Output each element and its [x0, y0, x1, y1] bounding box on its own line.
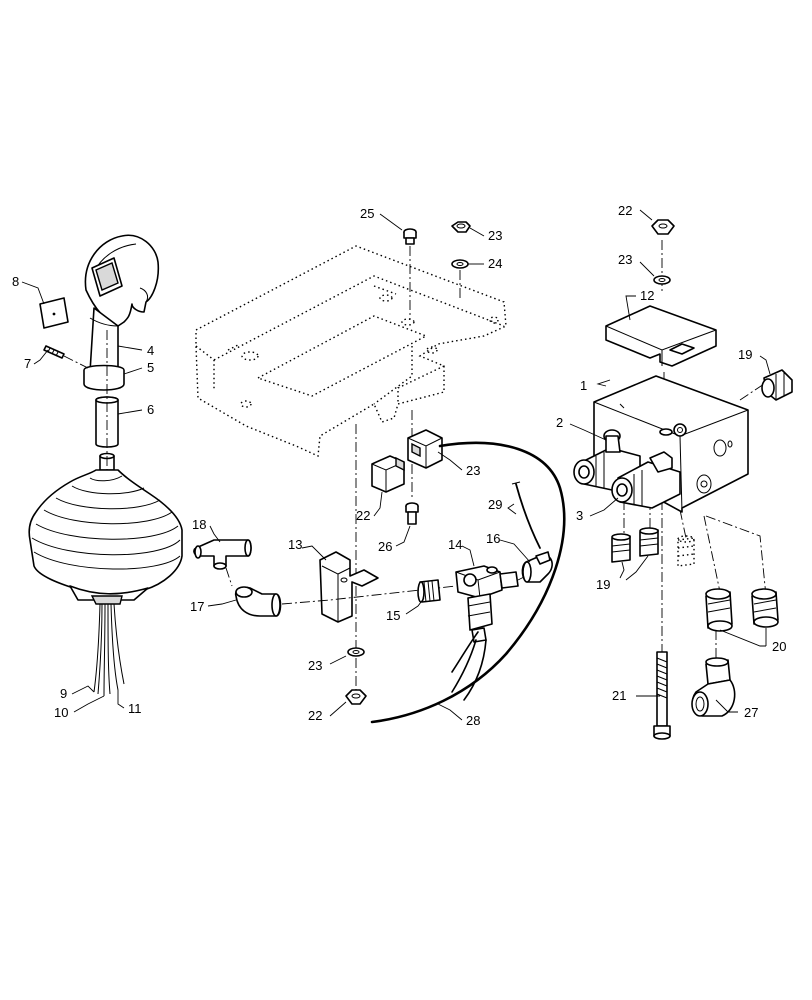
callout-11: 11: [128, 701, 142, 716]
callout-29: 26: [378, 539, 392, 554]
callout-28: 25: [360, 206, 374, 221]
callout-19-right: 19: [738, 347, 752, 362]
fitting-19-right: [761, 369, 793, 401]
fitting-19-lower-left: [611, 533, 631, 563]
tee-fitting-18: [193, 539, 252, 587]
valve-cover-12: [605, 305, 717, 367]
callout-32: 29: [488, 497, 502, 512]
callout-15: 15: [386, 608, 400, 623]
callout-9: 9: [60, 686, 67, 701]
wire-32: [515, 483, 541, 549]
elbow-fitting-16: [521, 551, 553, 583]
connector-25: [407, 429, 443, 469]
nut-22-top: [651, 219, 675, 235]
joystick-grip: [84, 234, 160, 327]
adapter-15: [417, 579, 441, 603]
fitting-20-left: [705, 588, 733, 632]
joystick-boot: [28, 469, 183, 596]
solenoid-valve-14: [455, 565, 519, 643]
washer-27: [451, 259, 469, 269]
fitting-19-lower-right: [639, 527, 659, 557]
callout-14: 14: [448, 537, 462, 552]
callout-3: 3: [576, 508, 583, 523]
screw-29: [405, 502, 419, 525]
callout-12: 12: [640, 288, 654, 303]
callout-17: 17: [190, 599, 204, 614]
solenoid-cartridge-3: [611, 451, 681, 509]
spring-pin: [43, 345, 89, 369]
elbow-fitting-17: [234, 586, 282, 617]
joystick-wire-10: [103, 603, 106, 697]
harness-30: [370, 441, 566, 724]
callout-10: 10: [54, 705, 68, 720]
callout-2: 2: [556, 415, 563, 430]
callout-23-lower-washer: 23: [308, 658, 322, 673]
leader-lines: [21, 209, 771, 721]
callout-18: 18: [192, 517, 206, 532]
callout-1: 1: [580, 378, 587, 393]
callout-20: 20: [772, 639, 786, 654]
mounting-plate-reference: [195, 245, 507, 458]
connector-24: [371, 455, 405, 493]
callout-6: 6: [147, 402, 154, 417]
joystick-base: [69, 585, 149, 601]
joystick-wire-9: [93, 603, 101, 693]
callout-25: 23: [466, 463, 480, 478]
callout-4: 4: [147, 343, 154, 358]
callout-19-lower: 19: [596, 577, 610, 592]
elbow-fitting-31: [691, 657, 736, 717]
joystick-assembly: [28, 234, 183, 697]
nut-22-bracket: [345, 689, 367, 705]
callout-8: 8: [12, 274, 19, 289]
callout-26: 23: [488, 228, 502, 243]
callout-23-top: 23: [618, 252, 632, 267]
callout-21: 21: [612, 688, 626, 703]
callout-22-top: 22: [618, 203, 632, 218]
fitting-20-right: [751, 588, 779, 628]
callout-31: 27: [744, 705, 758, 720]
washer-23-bracket: [347, 647, 365, 657]
callout-5: 5: [147, 360, 154, 375]
callout-27: 24: [488, 256, 502, 271]
callout-22-lower-nut: 22: [308, 708, 322, 723]
bolt-21: [653, 651, 671, 740]
nut-26: [451, 221, 471, 233]
callout-13: 13: [288, 537, 302, 552]
screw-28: [403, 228, 417, 245]
callout-labels: 8 7 4 5 6 9 10 11 25 23 24 23 22 26 13 1…: [12, 206, 502, 720]
bracket-13: [319, 551, 379, 623]
callout-16: 16: [486, 531, 500, 546]
callout-labels-b: 23 22 28 22 23 12 19 1 2 3 19 20 21 27: [308, 203, 786, 728]
callout-7: 7: [24, 356, 31, 371]
joystick-collar: [83, 364, 125, 391]
washer-23-top: [653, 275, 671, 285]
port-plug: [677, 535, 695, 567]
callout-30: 28: [466, 713, 480, 728]
joystick-wire-11: [110, 603, 119, 691]
callout-24: 22: [356, 508, 370, 523]
